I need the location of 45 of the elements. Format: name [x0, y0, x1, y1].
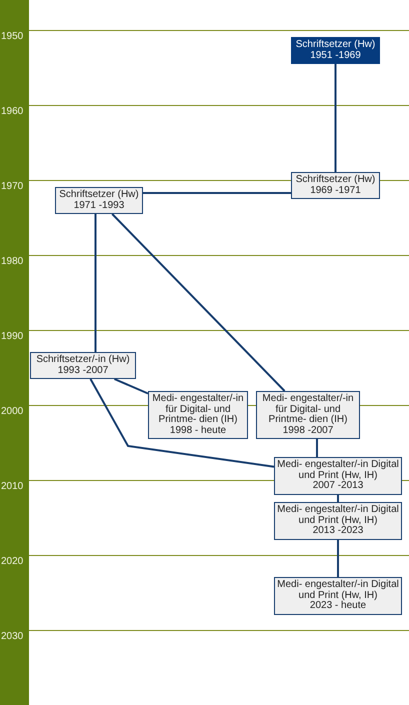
connector-line	[143, 192, 291, 194]
year-label: 1950	[1, 31, 24, 42]
occupation-name: Schriftsetzer (Hw)	[294, 40, 376, 50]
year-label: 2030	[1, 631, 24, 642]
year-label: 1960	[1, 106, 24, 117]
period-label: 2013 -2023	[312, 526, 364, 536]
occupation-name: Medi- engestalter/-in für Digital- und Printme- dien (IH)	[151, 394, 245, 426]
occupation-name: Schriftsetzer (Hw)	[58, 190, 140, 200]
occupation-box	[274, 502, 402, 540]
year-label: 1980	[1, 256, 24, 267]
year-label: 1970	[1, 181, 24, 192]
period-label: 1993 -2007	[56, 366, 110, 376]
connector-line	[111, 213, 286, 392]
connector-line	[114, 378, 148, 394]
occupation-box	[274, 457, 402, 494]
period-label: 1998 -2007	[282, 426, 334, 436]
period-label: 1971 -1993	[72, 200, 126, 211]
year-label: 2010	[1, 481, 24, 492]
year-label: 2000	[1, 406, 24, 417]
occupation-name: Schriftsetzer/-in (Hw)	[35, 355, 131, 366]
connector-line	[337, 494, 339, 502]
occupation-box	[30, 352, 136, 379]
connector-line	[90, 378, 274, 468]
occupation-box	[148, 391, 248, 439]
occupation-name: Medi- engestalter/-in für Digital- und Printme- dien (IH)	[261, 394, 355, 426]
period-label: 2007 -2013	[312, 481, 364, 492]
year-label: 1990	[1, 331, 24, 342]
occupation-name: Medi- engestalter/-in Digital und Print (Hw, IH)	[277, 460, 399, 480]
year-label: 2020	[1, 556, 24, 567]
period-label: 1951 -1969	[309, 50, 362, 61]
occupation-box	[291, 172, 380, 199]
connector-line	[334, 64, 336, 172]
connector-line	[316, 439, 318, 457]
occupation-box	[55, 187, 143, 214]
connector-line	[94, 214, 96, 352]
period-label: 2023 - heute	[308, 601, 366, 612]
occupation-name: Medi- engestalter/-in Digital und Print (Hw, IH)	[277, 580, 399, 600]
occupation-box	[256, 391, 360, 439]
period-label: 1998 - heute	[168, 426, 228, 436]
occupation-name: Medi- engestalter/-in Digital und Print (Hw, IH)	[277, 505, 399, 526]
period-label: 1969 -1971	[309, 186, 362, 196]
connector-line	[337, 540, 339, 577]
occupation-name: Schriftsetzer (Hw)	[294, 175, 376, 186]
occupation-box	[274, 577, 402, 614]
occupation-box	[291, 37, 380, 64]
